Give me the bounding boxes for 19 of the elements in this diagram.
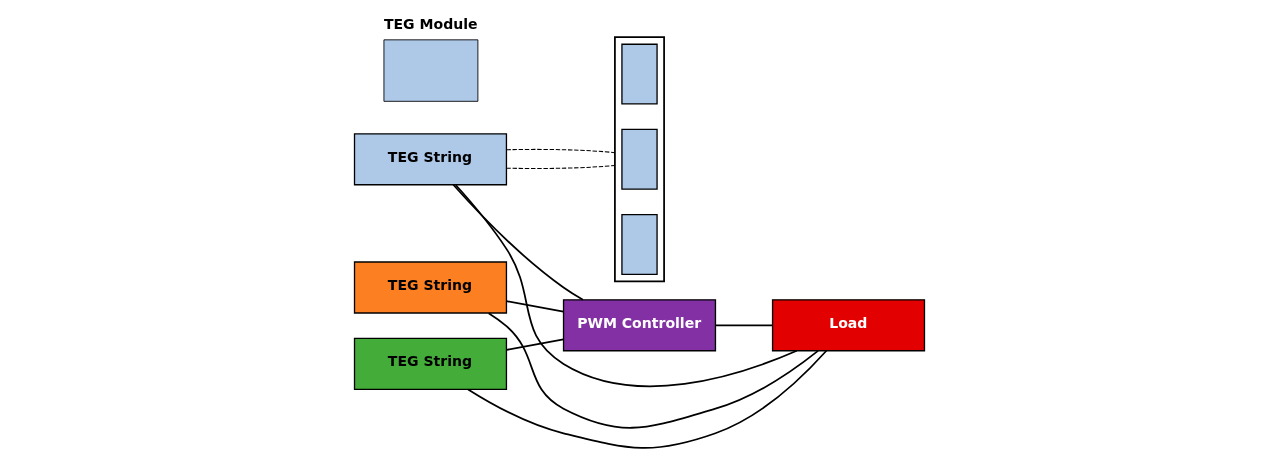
connector — [505, 338, 565, 351]
cluster — [614, 36, 665, 283]
connector — [467, 349, 828, 449]
node-box: Load — [771, 299, 926, 352]
connector — [505, 164, 616, 170]
connector — [505, 148, 616, 154]
node-box: PWM Controller — [562, 299, 717, 352]
connector — [487, 312, 819, 429]
node-label: TEG Module — [383, 16, 478, 33]
connector — [454, 184, 798, 387]
node-box — [621, 128, 658, 190]
node-box: TEG String — [353, 261, 508, 314]
node-box: TEG String — [353, 133, 508, 186]
connector — [452, 183, 584, 301]
node-box — [621, 213, 658, 275]
node-box: TEG String — [353, 337, 508, 391]
connector — [505, 300, 565, 313]
connector — [714, 324, 774, 327]
node-box — [621, 43, 658, 105]
